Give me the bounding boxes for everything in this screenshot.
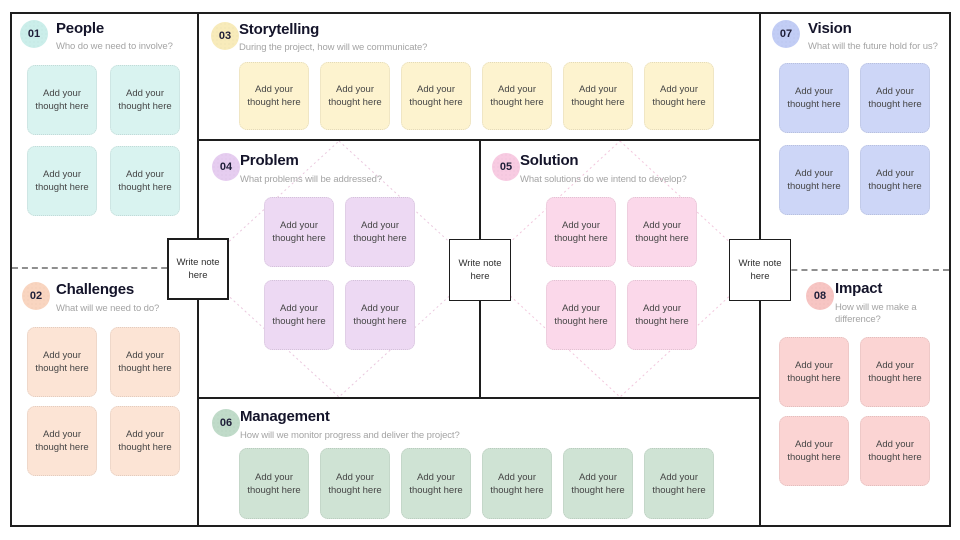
write-note-box[interactable]: Write note here (167, 238, 229, 300)
section-title: Vision (808, 20, 852, 37)
dotted-diamond-guide-problem (199, 141, 479, 397)
section-people: 01 People Who do we need to involve? Add… (12, 14, 198, 268)
sticky-note[interactable]: Add your thought here (563, 62, 633, 130)
sticky-note[interactable]: Add your thought here (27, 327, 97, 397)
section-vision: 07 Vision What will the future hold for … (762, 14, 950, 268)
sticky-note[interactable]: Add your thought here (110, 65, 180, 135)
section-storytelling: 03 Storytelling During the project, how … (200, 14, 758, 140)
sticky-note[interactable]: Add your thought here (779, 145, 849, 215)
write-note-box[interactable]: Write note here (729, 239, 791, 301)
dashed-divider-left-column (12, 267, 197, 269)
sticky-note[interactable]: Add your thought here (239, 62, 309, 130)
canvas-outer-border (10, 12, 951, 527)
sticky-note[interactable]: Add your thought here (110, 146, 180, 216)
sticky-note[interactable]: Add your thought here (860, 145, 930, 215)
sticky-note[interactable]: Add your thought here (644, 62, 714, 130)
section-number-badge: 08 (806, 282, 834, 310)
sticky-note[interactable]: Add your thought here (482, 62, 552, 130)
dotted-diamond-guide-solution (481, 141, 759, 397)
section-subtitle: What problems will be addressed? (240, 174, 383, 185)
section-challenges: 02 Challenges What will we need to do? A… (12, 270, 198, 527)
sticky-note[interactable]: Add your thought here (860, 337, 930, 407)
section-subtitle: What solutions do we intend to develop? (520, 174, 687, 185)
section-number-badge: 01 (20, 20, 48, 48)
section-number-badge: 04 (212, 153, 240, 181)
sticky-note[interactable]: Add your thought here (110, 406, 180, 476)
sticky-note[interactable]: Add your thought here (27, 65, 97, 135)
section-title: People (56, 20, 104, 37)
sticky-note[interactable]: Add your thought here (27, 406, 97, 476)
sticky-note[interactable]: Add your thought here (401, 62, 471, 130)
sticky-note[interactable]: Add your thought here (779, 63, 849, 133)
section-number-badge: 05 (492, 153, 520, 181)
sticky-note[interactable]: Add your thought here (779, 337, 849, 407)
sticky-note[interactable]: Add your thought here (563, 448, 633, 519)
section-subtitle: What will we need to do? (56, 303, 160, 314)
sticky-note[interactable]: Add your thought here (345, 197, 415, 267)
section-number-badge: 02 (22, 282, 50, 310)
write-note-box[interactable]: Write note here (449, 239, 511, 301)
section-number-badge: 03 (211, 22, 239, 50)
sticky-note[interactable]: Add your thought here (239, 448, 309, 519)
sticky-note[interactable]: Add your thought here (345, 280, 415, 350)
section-subtitle: How will we make a difference? (835, 302, 917, 325)
sticky-note[interactable]: Add your thought here (644, 448, 714, 519)
section-title: Impact (835, 280, 883, 297)
sticky-note[interactable]: Add your thought here (401, 448, 471, 519)
sticky-note[interactable]: Add your thought here (627, 197, 697, 267)
section-title: Challenges (56, 281, 135, 298)
section-subtitle: During the project, how will we communic… (239, 42, 428, 53)
sticky-note[interactable]: Add your thought here (546, 197, 616, 267)
section-title: Solution (520, 152, 579, 169)
dashed-divider-right-column (761, 269, 949, 271)
sticky-note[interactable]: Add your thought here (860, 416, 930, 486)
sticky-note[interactable]: Add your thought here (546, 280, 616, 350)
sticky-note[interactable]: Add your thought here (482, 448, 552, 519)
section-impact: 08 Impact How will we make a difference?… (762, 272, 950, 527)
sticky-note[interactable]: Add your thought here (264, 280, 334, 350)
sticky-note[interactable]: Add your thought here (320, 62, 390, 130)
section-subtitle: Who do we need to involve? (56, 41, 173, 52)
sticky-note[interactable]: Add your thought here (779, 416, 849, 486)
sticky-note[interactable]: Add your thought here (320, 448, 390, 519)
section-solution: 05 Solution What solutions do we intend … (481, 141, 759, 397)
section-management: 06 Management How will we monitor progre… (200, 399, 758, 527)
section-title: Problem (240, 152, 299, 169)
section-number-badge: 06 (212, 409, 240, 437)
section-subtitle: What will the future hold for us? (808, 41, 938, 52)
section-number-badge: 07 (772, 20, 800, 48)
sticky-note[interactable]: Add your thought here (264, 197, 334, 267)
sticky-note[interactable]: Add your thought here (110, 327, 180, 397)
sticky-note[interactable]: Add your thought here (27, 146, 97, 216)
section-problem: 04 Problem What problems will be address… (200, 141, 479, 397)
section-subtitle: How will we monitor progress and deliver… (240, 430, 460, 441)
section-title: Storytelling (239, 21, 320, 38)
sticky-note[interactable]: Add your thought here (627, 280, 697, 350)
sticky-note[interactable]: Add your thought here (860, 63, 930, 133)
section-title: Management (240, 408, 330, 425)
